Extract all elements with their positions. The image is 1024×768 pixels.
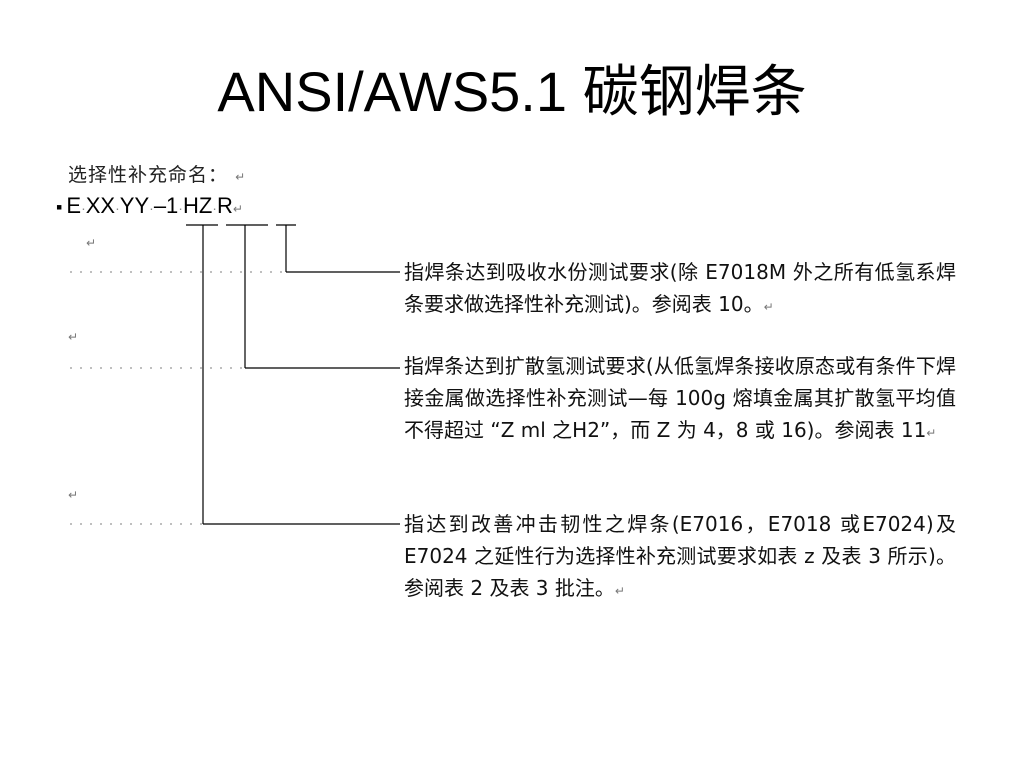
bullet-icon: ▪: [56, 197, 63, 217]
code-part-hz: HZ: [182, 193, 213, 218]
return-mark: ↵: [763, 300, 774, 314]
code-part-e: E: [66, 193, 82, 218]
return-mark: ↵: [68, 330, 79, 344]
code-part-yy: YY: [119, 193, 150, 218]
subtitle-text: 选择性补充命名：: [68, 164, 229, 186]
electrode-code: ▪E·XX·YY·–1·HZ·R↵: [56, 193, 243, 218]
code-part-1: –1: [153, 193, 179, 218]
description-hz: 指焊条达到扩散氢测试要求(从低氢焊条接收原态或有条件下焊接金属做选择性补充测试—…: [404, 350, 956, 449]
return-mark: ↵: [926, 426, 937, 440]
page-title: ANSI/AWS5.1 碳钢焊条: [217, 60, 807, 123]
return-mark: ↵: [86, 236, 97, 250]
description-r-text: 指焊条达到吸收水份测试要求(除 E7018M 外之所有低氢系焊条要求做选择性补充…: [404, 260, 956, 316]
return-mark: ↵: [235, 170, 247, 184]
description-hz-text: 指焊条达到扩散氢测试要求(从低氢焊条接收原态或有条件下焊接金属做选择性补充测试—…: [404, 354, 956, 442]
description-1: 指达到改善冲击韧性之焊条(E7016，E7018 或E7024)及 E7024 …: [404, 508, 956, 607]
subtitle: 选择性补充命名： ↵: [68, 160, 246, 187]
description-r: 指焊条达到吸收水份测试要求(除 E7018M 外之所有低氢系焊条要求做选择性补充…: [404, 256, 956, 323]
return-mark: ↵: [232, 202, 243, 216]
code-part-r: R: [216, 193, 233, 218]
description-1-text: 指达到改善冲击韧性之焊条(E7016，E7018 或E7024)及 E7024 …: [404, 512, 956, 600]
return-mark: ↵: [68, 488, 79, 502]
return-mark: ↵: [614, 584, 625, 598]
code-part-xx: XX: [85, 193, 116, 218]
